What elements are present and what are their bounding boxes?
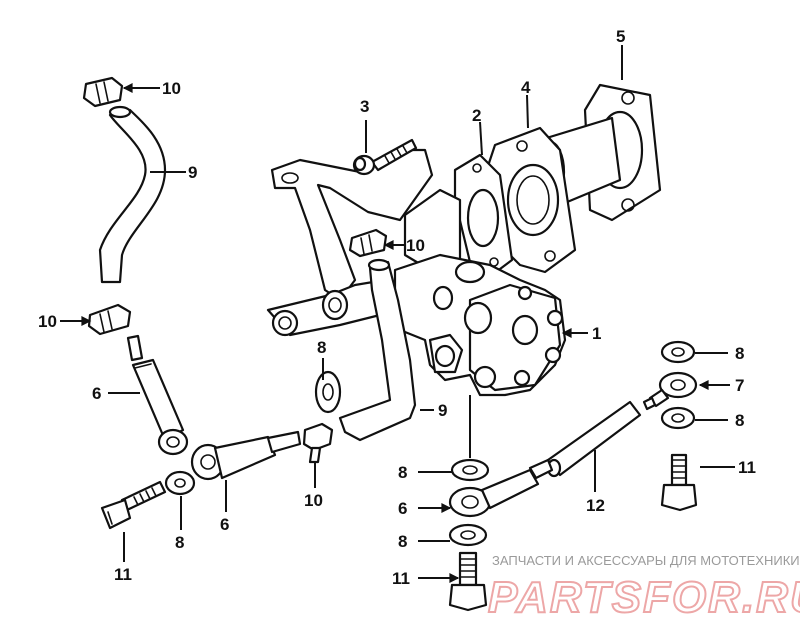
callout-6-center: 6 bbox=[220, 515, 229, 534]
callout-8-right-top: 8 bbox=[735, 344, 744, 363]
callout-labels: 1 2 3 4 5 6 6 6 7 8 8 8 8 8 8 9 9 10 10 … bbox=[38, 27, 756, 588]
part-3-bolt bbox=[352, 138, 418, 176]
callout-10-bracket: 10 bbox=[406, 236, 425, 255]
watermark-tagline: ЗАПЧАСТИ И АКСЕССУАРЫ ДЛЯ МОТОТЕХНИКИ bbox=[492, 553, 800, 568]
part-10-clip-mid-left bbox=[87, 303, 132, 336]
part-8-washer-center bbox=[314, 370, 342, 414]
part-10-clip-bracket bbox=[348, 228, 388, 258]
part-8-washer-right-top bbox=[660, 340, 696, 364]
part-9-hose-upper bbox=[98, 105, 167, 284]
part-7-banjo-union bbox=[642, 371, 698, 411]
callout-8-center: 8 bbox=[317, 338, 326, 357]
callout-11-lower: 11 bbox=[392, 569, 410, 588]
callout-8-lower-top: 8 bbox=[398, 463, 407, 482]
part-8-washer-left bbox=[164, 470, 196, 496]
callout-8-right-mid: 8 bbox=[735, 411, 744, 430]
part-9-hose-lower bbox=[338, 258, 417, 442]
callout-3: 3 bbox=[360, 97, 369, 116]
callout-12: 12 bbox=[586, 496, 605, 515]
callout-10-left: 10 bbox=[38, 312, 57, 331]
callout-2: 2 bbox=[472, 106, 481, 125]
watermark: ЗАПЧАСТИ И АКСЕССУАРЫ ДЛЯ МОТОТЕХНИКИ PA… bbox=[487, 553, 800, 623]
callout-5: 5 bbox=[616, 27, 625, 46]
arrowheads bbox=[81, 83, 709, 583]
part-8-washer-lower-bottom bbox=[448, 523, 488, 547]
callout-10-lower: 10 bbox=[304, 491, 323, 510]
callout-6-left: 6 bbox=[92, 384, 101, 403]
part-1-pump-body bbox=[393, 188, 567, 397]
callout-4: 4 bbox=[521, 78, 531, 97]
part-11-banjo-bolt-lower bbox=[448, 551, 488, 612]
part-8-washer-lower-top bbox=[450, 458, 490, 482]
part-10-clip-lower bbox=[302, 422, 334, 464]
callout-11-left: 11 bbox=[114, 565, 132, 584]
callout-7: 7 bbox=[735, 376, 744, 395]
callout-11-right: 11 bbox=[738, 458, 756, 477]
leader-lines bbox=[60, 45, 735, 579]
callout-6-lower: 6 bbox=[398, 499, 407, 518]
callout-8-left: 8 bbox=[175, 533, 184, 552]
callout-8-lower-bottom: 8 bbox=[398, 532, 407, 551]
part-8-washer-right-mid bbox=[660, 406, 696, 430]
part-6-banjo-fitting-lower bbox=[448, 458, 554, 518]
callout-10-top: 10 bbox=[162, 79, 181, 98]
part-10-clip-top-left bbox=[82, 76, 124, 108]
part-6-banjo-fitting-left bbox=[126, 334, 189, 456]
part-11-banjo-bolt-left bbox=[100, 480, 167, 530]
part-6-banjo-fitting-center bbox=[190, 430, 302, 481]
callout-9-lower: 9 bbox=[438, 401, 447, 420]
callout-1: 1 bbox=[592, 324, 601, 343]
watermark-logo: PARTSFOR.RU bbox=[488, 573, 800, 622]
callout-9-upper: 9 bbox=[188, 163, 197, 182]
part-11-banjo-bolt-right bbox=[660, 453, 698, 512]
